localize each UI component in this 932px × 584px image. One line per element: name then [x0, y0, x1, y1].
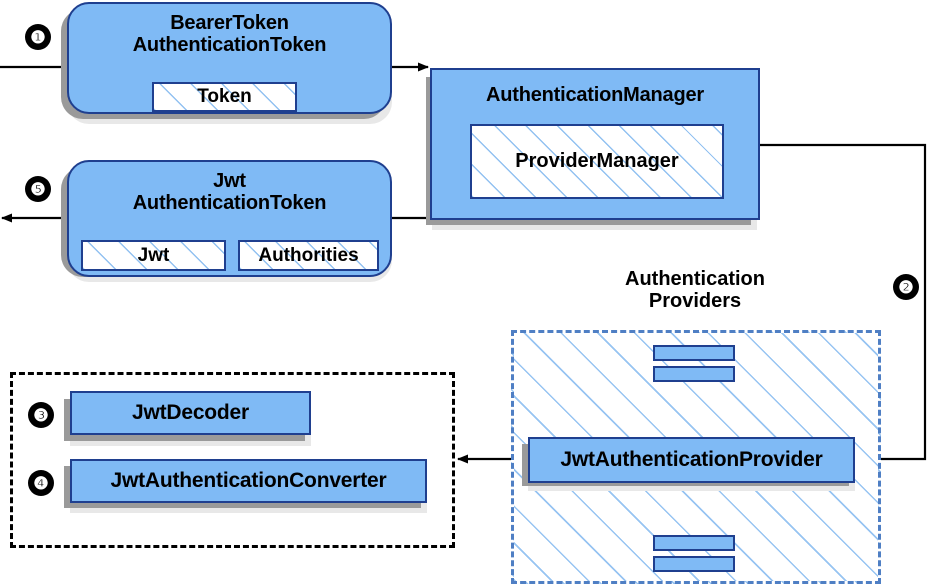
- authentication-providers-label-line1: Authentication: [625, 268, 765, 290]
- field-authorities-label: Authorities: [258, 244, 359, 266]
- jwt-token-title: Jwt AuthenticationToken: [133, 170, 327, 215]
- step-marker-4: ❹: [28, 470, 54, 496]
- step-marker-3: ❸: [28, 402, 54, 428]
- jwt-provider-title: JwtAuthenticationProvider: [560, 448, 822, 472]
- bearer-token-title-line1: BearerToken: [170, 12, 289, 34]
- jwt-provider-title-label: JwtAuthenticationProvider: [560, 448, 823, 472]
- step-marker-1-label: ❶: [30, 27, 46, 47]
- provider-bar-top-2[interactable]: [653, 366, 735, 382]
- jwt-decoder-title-label: JwtDecoder: [131, 401, 250, 425]
- jwt-converter-title: JwtAuthenticationConverter: [111, 469, 387, 493]
- node-authentication-manager[interactable]: AuthenticationManager ProviderManager: [430, 68, 760, 220]
- provider-bar-top-1[interactable]: [653, 345, 735, 361]
- field-jwt[interactable]: Jwt: [81, 240, 226, 271]
- authentication-manager-title-label: AuthenticationManager: [485, 84, 705, 106]
- jwt-token-title-line1: Jwt: [213, 170, 246, 192]
- jwt-token-title-line2: AuthenticationToken: [132, 192, 327, 215]
- step-marker-4-label: ❹: [33, 473, 49, 493]
- node-bearer-token-authentication-token[interactable]: BearerToken AuthenticationToken Token: [67, 2, 392, 114]
- bearer-token-title: BearerToken AuthenticationToken: [133, 12, 327, 57]
- authentication-providers-label: Authentication Providers: [600, 268, 790, 313]
- field-provider-manager-label: ProviderManager: [515, 150, 679, 172]
- field-authorities[interactable]: Authorities: [238, 240, 379, 271]
- node-jwt-decoder[interactable]: JwtDecoder: [70, 391, 311, 435]
- step-marker-3-label: ❸: [33, 405, 49, 425]
- step-marker-2: ❷: [893, 274, 919, 300]
- field-token[interactable]: Token: [152, 82, 297, 112]
- jwt-converter-title-label: JwtAuthenticationConverter: [110, 469, 387, 493]
- step-marker-5: ❺: [25, 176, 51, 202]
- field-token-label: Token: [197, 86, 252, 107]
- bearer-token-title-line2: AuthenticationToken: [132, 34, 327, 57]
- authentication-providers-label-line2: Providers: [648, 290, 742, 313]
- field-provider-manager[interactable]: ProviderManager: [470, 124, 724, 199]
- jwt-decoder-title: JwtDecoder: [132, 401, 249, 425]
- step-marker-1: ❶: [25, 24, 51, 50]
- field-jwt-label: Jwt: [137, 244, 170, 266]
- authentication-manager-title: AuthenticationManager: [486, 84, 704, 106]
- provider-bar-bottom-2[interactable]: [653, 556, 735, 572]
- provider-bar-bottom-1[interactable]: [653, 535, 735, 551]
- step-marker-2-label: ❷: [898, 277, 914, 297]
- node-jwt-authentication-converter[interactable]: JwtAuthenticationConverter: [70, 459, 427, 503]
- jwt-support-region: [10, 372, 455, 548]
- node-jwt-authentication-provider[interactable]: JwtAuthenticationProvider: [528, 437, 855, 483]
- step-marker-5-label: ❺: [30, 179, 46, 199]
- node-jwt-authentication-token[interactable]: Jwt AuthenticationToken Jwt Authorities: [67, 160, 392, 277]
